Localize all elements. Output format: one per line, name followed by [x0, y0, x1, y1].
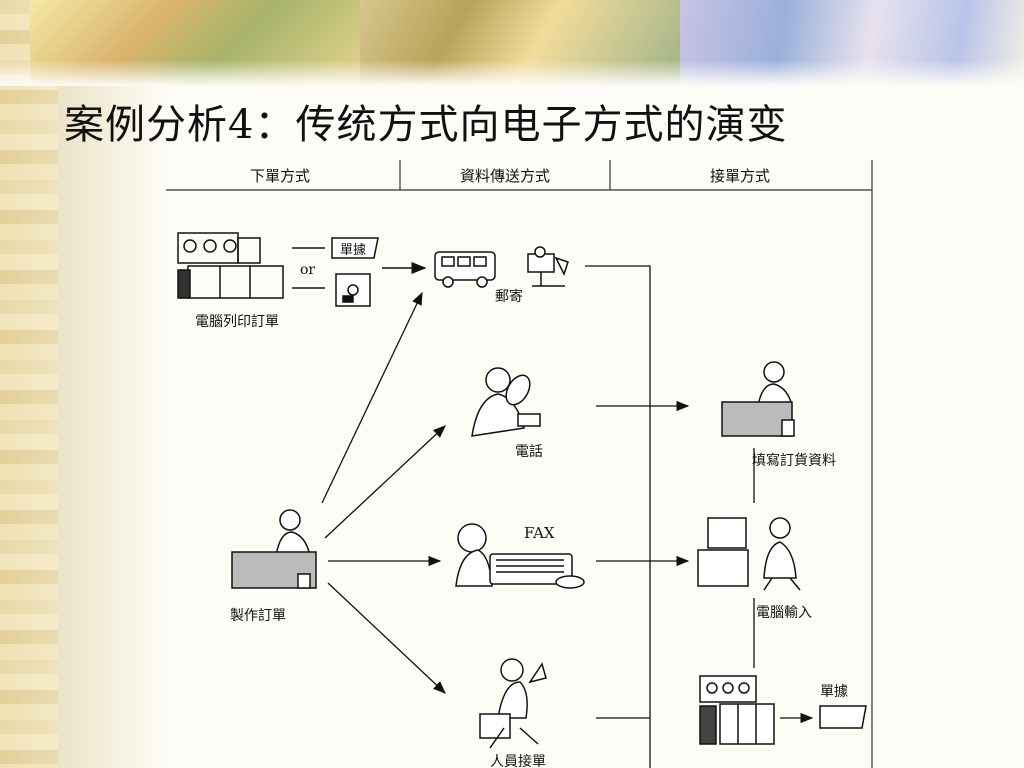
fax-person-icon [455, 523, 585, 589]
col-header-receive: 接單方式 [710, 167, 770, 185]
header-row: 下單方式 資料傳送方式 接單方式 [166, 160, 873, 768]
order-flow-diagram: 下單方式 資料傳送方式 接單方式 電腦列印訂單 or 單據 郵寄 [166, 160, 873, 768]
computer-printer-icon [177, 232, 284, 299]
order-slip-icon: 單據 [331, 237, 379, 259]
mainframe-printer-icon [699, 675, 775, 745]
label-output-slip: 單據 [820, 684, 848, 700]
label-mail: 郵寄 [495, 288, 523, 305]
label-make-order: 製作訂單 [230, 608, 286, 624]
label-computer-print: 電腦列印訂單 [195, 314, 279, 330]
telephone-person-icon [471, 367, 541, 437]
floppy-disk-icon [335, 273, 371, 307]
left-fade [58, 0, 168, 768]
label-fax: FAX [524, 524, 555, 542]
top-banner [0, 0, 1024, 86]
label-fill-data: 填寫訂貨資料 [752, 452, 836, 469]
col-header-transfer: 資料傳送方式 [460, 167, 550, 185]
label-or: or [300, 262, 315, 278]
output-slip-icon [819, 705, 867, 729]
van-icon [434, 251, 496, 288]
computer-operator-icon [697, 517, 801, 591]
label-computer-input: 電腦輸入 [756, 605, 812, 621]
running-courier-icon [479, 658, 547, 749]
left-decor-strip [0, 0, 58, 768]
col-header-order: 下單方式 [250, 167, 310, 185]
collector-lines [585, 265, 755, 768]
slide-title: 案例分析4：传统方式向电子方式的演变 [64, 102, 788, 148]
flow-arrows [321, 291, 446, 694]
clerk-desk-icon [721, 361, 795, 437]
label-phone: 電話 [515, 443, 543, 460]
mailbox-icon [527, 246, 569, 287]
label-in-person: 人員接單 [490, 753, 546, 768]
desk-worker-icon [231, 509, 317, 589]
label-order-slip: 單據 [340, 243, 366, 258]
